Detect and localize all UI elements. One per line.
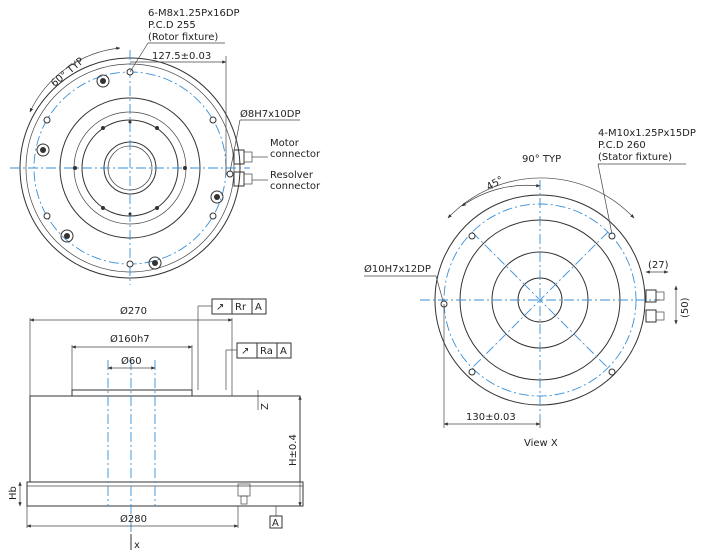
pcd-hole <box>43 212 51 220</box>
runout-rr-label: Rr <box>235 302 247 313</box>
pcd-hole <box>43 116 51 124</box>
rotor-step <box>71 389 193 397</box>
bolt-head <box>60 229 74 243</box>
viewx-pin-leader <box>435 275 444 302</box>
viewx-thread-leader <box>597 163 613 235</box>
motor-connector-label-2: connector <box>270 149 321 160</box>
stator-hole <box>468 232 476 240</box>
angle-45-label: 45° <box>485 175 506 193</box>
side-connector-plug <box>240 495 248 505</box>
dim-hb-label: Hb <box>8 486 19 500</box>
runout-ra-symbol: ↗ <box>241 346 249 357</box>
pin-hole-leader <box>229 119 241 173</box>
view-x-caption: View X <box>524 438 558 449</box>
rotor-hole <box>128 212 132 216</box>
angle-60-arc <box>29 46 121 113</box>
angle-90-arc <box>447 177 635 219</box>
bolt-center <box>40 147 46 153</box>
motor-connector-plug <box>243 151 253 163</box>
dim-280-label: Ø280 <box>120 513 147 525</box>
angle-90-label: 90° TYP <box>522 154 561 165</box>
runout-rr-symbol: ↗ <box>216 302 224 313</box>
side-view: Ø270 Ø160h7 Ø60 Ø280 H±0.4 Z Hb A x ↗ <box>8 298 304 551</box>
dim-height-label: H±0.4 <box>288 434 299 466</box>
viewx-connector-plug-2 <box>655 311 665 321</box>
thread-callout-line3: (Rotor fixture) <box>148 32 218 43</box>
pcd-hole <box>209 116 217 124</box>
rotor-hole <box>101 126 105 130</box>
viewx-diag-2 <box>471 231 609 369</box>
bolt-head <box>210 190 224 204</box>
viewx-thread-line2: P.C.D 260 <box>598 140 646 151</box>
resolver-connector-label-1: Resolver <box>270 170 314 181</box>
rotor-hole <box>155 126 159 130</box>
motor-connector-label-1: Motor <box>270 138 300 149</box>
runout-ra-datum-box <box>276 342 292 359</box>
top-view: 6-M8x1.25Px16DP P.C.D 255 (Rotor fixture… <box>10 8 321 285</box>
viewx-connector-2 <box>645 309 657 323</box>
runout-ra-label: Ra <box>260 346 273 357</box>
pin-hole-label: Ø8H7x10DP <box>240 108 301 120</box>
bolt-center <box>64 233 70 239</box>
base-flange <box>26 481 304 507</box>
bolt-center <box>214 194 220 200</box>
axis-x-label: x <box>134 540 140 551</box>
viewx-connector-plug-1 <box>655 291 665 301</box>
pcd-hole <box>126 260 134 268</box>
view-x: 4-M10x1.25Px15DP P.C.D 260 (Stator fixtu… <box>364 128 696 449</box>
rotor-hole <box>73 166 77 170</box>
viewx-pin-label: Ø10H7x12DP <box>364 263 431 275</box>
dim-27-label: (27) <box>648 260 669 271</box>
bolt-head <box>148 256 162 270</box>
rotor-hole <box>155 206 159 210</box>
bolt-head <box>36 143 50 157</box>
viewx-thread-line1: 4-M10x1.25Px15DP <box>598 128 696 139</box>
rotor-hole <box>128 120 132 124</box>
dim-160-label: Ø160h7 <box>110 333 150 345</box>
runout-ra-datum: A <box>280 346 287 357</box>
rotor-hole <box>183 166 187 170</box>
datum-a-label: A <box>272 518 279 529</box>
runout-rr-datum-box <box>251 298 267 315</box>
thread-callout-line1: 6-M8x1.25Px16DP <box>148 8 240 19</box>
angle-45-arc <box>461 183 541 207</box>
callout-leader <box>129 42 149 73</box>
dim-50-label: (50) <box>680 297 691 318</box>
resolver-connector-plug <box>243 173 253 185</box>
stator-hole <box>608 368 616 376</box>
bolt-center <box>152 260 158 266</box>
datum-a-box <box>269 515 283 529</box>
viewx-thread-line3: (Stator fixture) <box>598 152 672 163</box>
dim-130-label: 130±0.03 <box>466 412 516 423</box>
resolver-connector-label-2: connector <box>270 181 321 192</box>
dim-z-label: Z <box>260 403 271 410</box>
thread-callout-line2: P.C.D 255 <box>148 20 196 31</box>
rotor-hole <box>101 206 105 210</box>
pcd-hole <box>209 212 217 220</box>
stator-hole <box>468 368 476 376</box>
bolt-center <box>100 78 106 84</box>
dim-270-label: Ø270 <box>120 305 147 317</box>
radius-dim-label: 127.5±0.03 <box>152 51 211 62</box>
runout-rr-datum: A <box>255 302 262 313</box>
dim-60-label: Ø60 <box>121 355 142 367</box>
